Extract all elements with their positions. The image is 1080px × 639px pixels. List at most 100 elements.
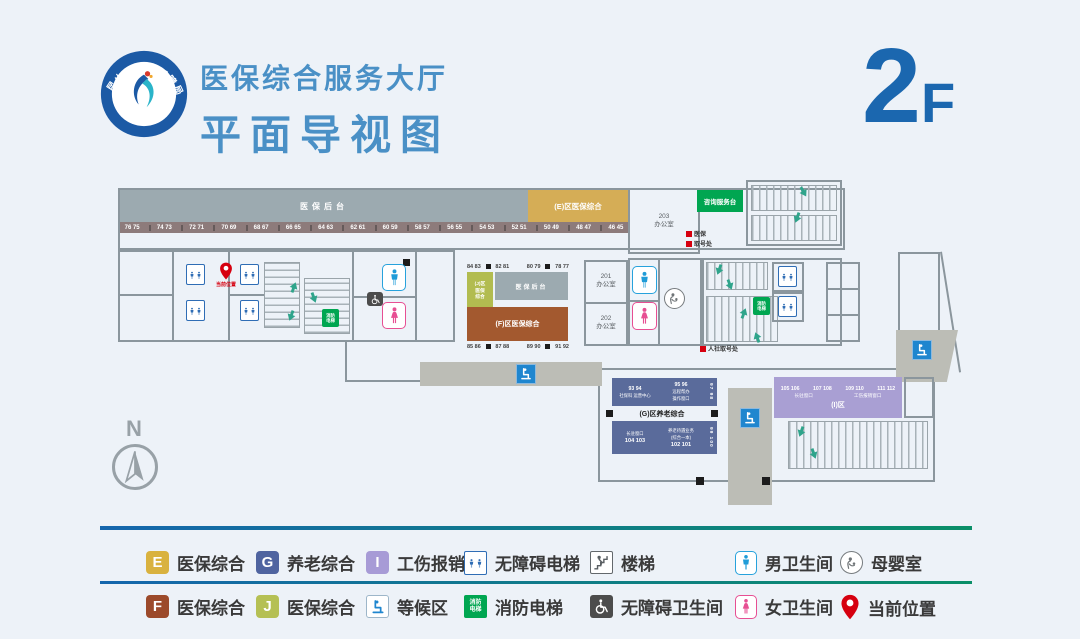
legend-label: 养老综合 (287, 555, 355, 574)
fire-elevator-icon: 消防 电梯 (464, 595, 487, 618)
accessible-elevator-icon (778, 296, 797, 317)
top-window-strip: 76 75 74 73 72 71 70 69 68 67 66 65 64 6… (120, 222, 628, 233)
accessible-elevator-icon (186, 264, 205, 285)
wall (228, 250, 230, 342)
hr-ticket-tag: 人社取号处 (700, 344, 738, 353)
hr-ticket-label: 人社取号处 (708, 347, 739, 353)
pillar (485, 264, 491, 269)
zone-g-sublabel: (综合一本) (670, 434, 692, 440)
red-square-icon (686, 240, 692, 247)
window-number: 91 92 (555, 343, 569, 350)
mid-back-office: 医保后台 (495, 272, 568, 300)
accessible-restroom-icon (590, 595, 613, 618)
wall (826, 314, 860, 316)
medicare-ticket-line1: 医保 (694, 232, 707, 238)
wall (628, 300, 660, 302)
legend-label: 男卫生间 (765, 555, 833, 574)
window-number: 70 69 (213, 224, 236, 231)
accessible-elevator-icon (186, 300, 205, 321)
legend-label: 医保综合 (177, 555, 245, 574)
legend-label: 无障碍卫生间 (621, 599, 723, 618)
page-title-line2: 平面导视图 (200, 112, 450, 158)
female-restroom-icon (382, 302, 406, 329)
location-pin-icon (840, 594, 860, 620)
red-square-icon (700, 345, 706, 352)
compass-icon (112, 444, 158, 490)
legend-label: 医保综合 (177, 599, 245, 618)
utility-rooms (826, 262, 860, 342)
zone-j-block: (J)区 医保 综合 (467, 272, 493, 312)
zone-g-title-strip: (G)区养老综合 (606, 406, 718, 421)
window-number: 107 108 (813, 385, 832, 392)
window-number: 48 47 (568, 224, 591, 231)
waiting-area-icon (366, 595, 389, 618)
legend-label: 消防电梯 (495, 599, 563, 618)
wall (345, 342, 347, 382)
window-number: 56 55 (439, 224, 462, 231)
window-number: 64 63 (310, 224, 333, 231)
window-number: 97 98 (708, 383, 713, 401)
stairs (788, 421, 928, 469)
legend-label: 医保综合 (287, 599, 355, 618)
current-location-pin-icon (219, 262, 233, 280)
male-restroom-icon (382, 264, 406, 291)
office-203-text: 办公室 (654, 221, 674, 228)
zone-g-sublabel: 操作窗口 (672, 396, 690, 401)
window-number: 74 73 (148, 224, 172, 231)
floor-indicator: 2 F (862, 33, 956, 139)
restroom-block-mid (628, 258, 702, 346)
fire-elevator-text2: 电梯 (469, 606, 482, 613)
pillar (485, 344, 491, 349)
window-number: 105 106 (780, 385, 800, 392)
bottom-corridor (728, 388, 772, 505)
zone-g-sublabel: 长驻窗口 (626, 431, 644, 436)
waiting-area-icon (740, 408, 760, 428)
nursing-icon (840, 551, 863, 574)
legend-item-f: F 医保综合 (146, 594, 245, 619)
legend-item-accessible-wc: 无障碍卫生间 (590, 594, 723, 619)
legend-divider-mid (100, 581, 972, 584)
top-wing-outline (118, 188, 845, 250)
legend-item-current-location: 当前位置 (840, 594, 936, 620)
window-number: 54 53 (471, 224, 494, 231)
floor-suffix: F (920, 70, 956, 134)
logo-dove-icon (133, 71, 154, 108)
accessible-restroom-icon (367, 292, 383, 306)
zone-j-line: (J)区 (474, 281, 486, 287)
legend-item-i: I 工伤报销 (366, 550, 465, 575)
office-201-text: 办公室 (596, 281, 616, 288)
window-number: 102 101 (670, 441, 692, 448)
window-number: 95 96 (674, 382, 688, 388)
pillar (403, 259, 410, 266)
office-202-number: 202 (600, 314, 612, 322)
accessible-elevator-icon (778, 266, 797, 287)
pillar (762, 477, 770, 485)
window-number: 76 75 (124, 224, 140, 231)
zone-g-title: (G)区养老综合 (639, 410, 685, 418)
elevator-cell (772, 292, 804, 322)
legend-item-male: 男卫生间 (735, 550, 833, 575)
window-number: 78 77 (555, 263, 569, 270)
stairs-icon (590, 551, 613, 574)
zone-g-top: 93 94 社保科 运营中心 95 96 远程帮办 操作窗口 (612, 378, 704, 406)
pillar (606, 410, 613, 417)
back-office-counter: 医保后台 (120, 190, 528, 222)
zone-g-sublabel: 远程帮办 (672, 389, 690, 394)
pillar (545, 264, 551, 269)
wall (584, 302, 628, 304)
legend-item-g: G 养老综合 (256, 550, 355, 575)
zone-f-label: (F)区医保综合 (495, 321, 540, 328)
back-office-label: 医保后台 (515, 284, 548, 291)
legend-item-waiting: 等候区 (366, 594, 448, 619)
legend-label: 当前位置 (868, 599, 936, 619)
window-number: 60 59 (374, 224, 398, 231)
wall (415, 250, 417, 342)
left-wing-outline (118, 250, 455, 342)
legend-item-fire-elevator: 消防 电梯 消防电梯 (464, 594, 563, 619)
fire-elevator-text1: 消防 (326, 312, 335, 318)
legend-label: 楼梯 (621, 555, 655, 574)
legend-label: 母婴室 (871, 555, 922, 574)
window-number: 99 100 (708, 427, 713, 448)
nursing-room-icon (664, 288, 685, 309)
window-number: 58 57 (406, 224, 430, 231)
